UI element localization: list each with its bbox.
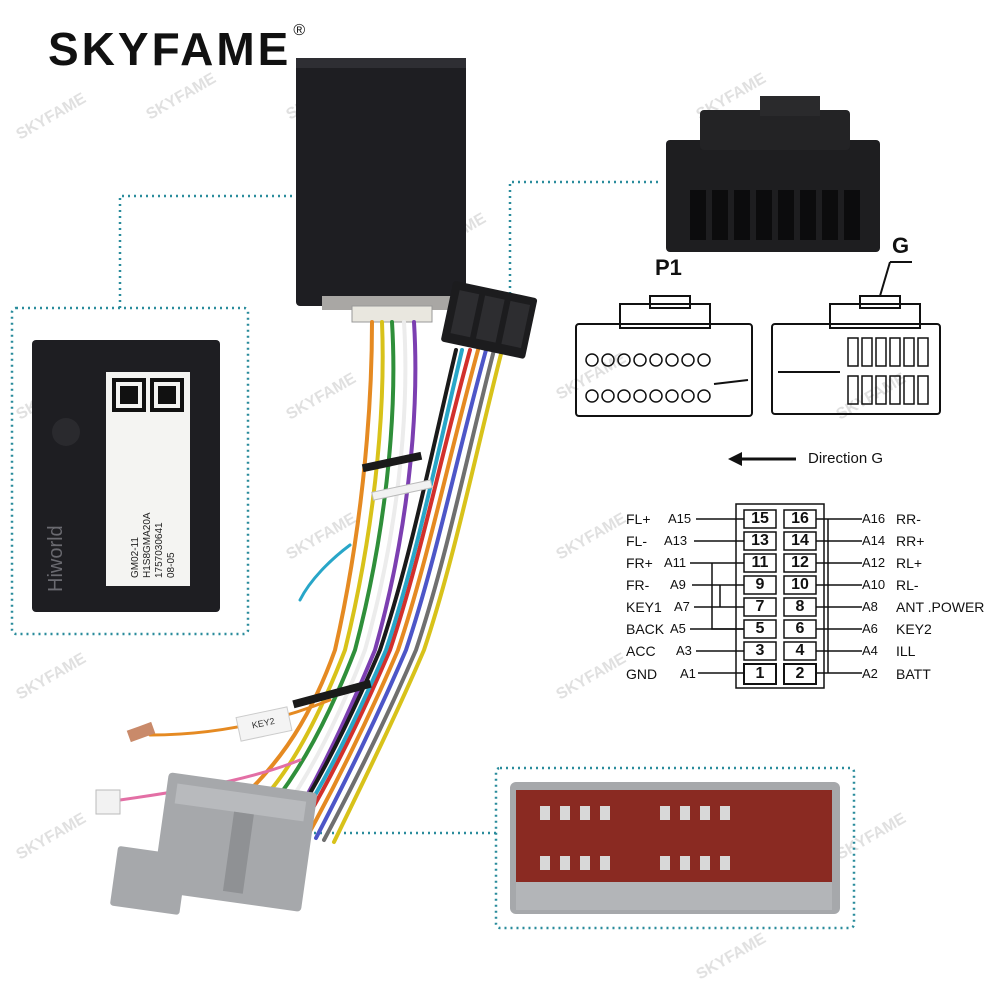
box-label-line: 1757030641	[154, 522, 165, 578]
right-pin: A12	[862, 555, 886, 570]
left-signal: GND	[626, 666, 658, 682]
watermark: SKYFAME	[554, 510, 630, 564]
left-pin: A3	[676, 643, 692, 658]
left-signal: FL+	[626, 511, 651, 527]
right-pin: A4	[862, 643, 878, 658]
pin-number: 3	[755, 642, 765, 659]
pin-number: 15	[751, 510, 769, 527]
watermark: SKYFAME	[14, 650, 90, 704]
right-pin: A10	[862, 577, 886, 592]
control-box	[296, 58, 466, 323]
pin-number: 7	[755, 598, 765, 615]
watermark: SKYFAME	[284, 510, 360, 564]
gray-car-plug	[110, 772, 317, 915]
box-detail: Hiworld GM02-11 H1S8GMA20A 1757030641 08…	[32, 340, 220, 612]
left-pin: A5	[670, 621, 686, 636]
g-label: G	[892, 233, 910, 258]
pin-number: 13	[751, 532, 769, 549]
brand-logo: SKYFAME®	[48, 22, 308, 76]
watermark: SKYFAME	[834, 810, 910, 864]
plug-detail	[510, 782, 840, 914]
right-pin: A14	[862, 533, 886, 548]
left-pin: A13	[664, 533, 688, 548]
right-signal: BATT	[896, 666, 931, 682]
left-pin: A7	[674, 599, 690, 614]
right-signal: ANT .POWER	[896, 599, 985, 615]
pin-number: 8	[795, 598, 805, 615]
left-pin: A9	[670, 577, 686, 592]
left-pin: A1	[680, 666, 696, 681]
right-pin: A6	[862, 621, 878, 636]
black-connector-photo	[666, 96, 880, 252]
box-callout-leader	[118, 194, 345, 308]
connector-callout-leader	[508, 180, 660, 312]
harness-tag-text: KEY2	[251, 716, 276, 731]
registered-mark: ®	[293, 22, 309, 39]
pin-number: 2	[795, 665, 805, 682]
pinout-frame	[690, 503, 862, 689]
right-pin: A2	[862, 666, 878, 681]
pin-number: 12	[791, 554, 809, 571]
right-signal: KEY2	[896, 621, 932, 637]
pin-number: 14	[791, 532, 809, 549]
right-signal: RR-	[896, 511, 921, 527]
black-plug	[441, 281, 538, 359]
pin-number: 16	[791, 510, 809, 527]
watermark: SKYFAME	[554, 650, 630, 704]
left-pin: A15	[668, 511, 692, 526]
p1-label: P1	[655, 255, 682, 280]
pin-number: 1	[755, 665, 765, 682]
cable-ties	[292, 451, 433, 709]
right-signal: ILL	[896, 643, 916, 659]
g-connector-drawing	[771, 261, 941, 415]
right-pin: A8	[862, 599, 878, 614]
box-label-line: 08-05	[166, 552, 177, 578]
p1-connector-drawing	[575, 295, 753, 417]
left-signal: KEY1	[626, 599, 662, 615]
brand-name: SKYFAME	[48, 23, 292, 75]
left-pin: A11	[664, 555, 687, 570]
pin-number: 11	[751, 554, 769, 571]
left-signal: FL-	[626, 533, 647, 549]
wire-bundle	[118, 320, 504, 844]
callout-frames	[10, 180, 856, 930]
box-label-line: H1S8GMA20A	[142, 512, 153, 578]
watermark: SKYFAME	[284, 370, 360, 424]
left-signal: ACC	[626, 643, 656, 659]
right-signal: RL-	[896, 577, 919, 593]
right-signal: RR+	[896, 533, 925, 549]
left-signal: BACK	[626, 621, 665, 637]
box-callout-frame	[10, 306, 250, 636]
box-brand-text: Hiworld	[45, 525, 67, 592]
watermark: SKYFAME	[144, 70, 220, 124]
pin-number: 6	[795, 620, 805, 637]
watermark: SKYFAME	[14, 90, 90, 144]
pin-number: 5	[755, 620, 765, 637]
direction-label: Direction G	[808, 450, 884, 467]
box-label-line: GM02-11	[130, 537, 141, 578]
watermark: SKYFAME	[694, 930, 770, 984]
pin-number: 10	[791, 576, 809, 593]
plug-callout-frame	[494, 766, 856, 930]
right-signal: RL+	[896, 555, 923, 571]
pin-number: 9	[755, 576, 765, 593]
direction-arrow-icon	[728, 452, 796, 466]
left-signal: FR+	[626, 555, 653, 571]
pin-number: 4	[795, 642, 805, 659]
harness-tag: KEY2	[95, 706, 293, 815]
left-signal: FR-	[626, 577, 650, 593]
watermark: SKYFAME	[14, 810, 90, 864]
right-pin: A16	[862, 511, 886, 526]
